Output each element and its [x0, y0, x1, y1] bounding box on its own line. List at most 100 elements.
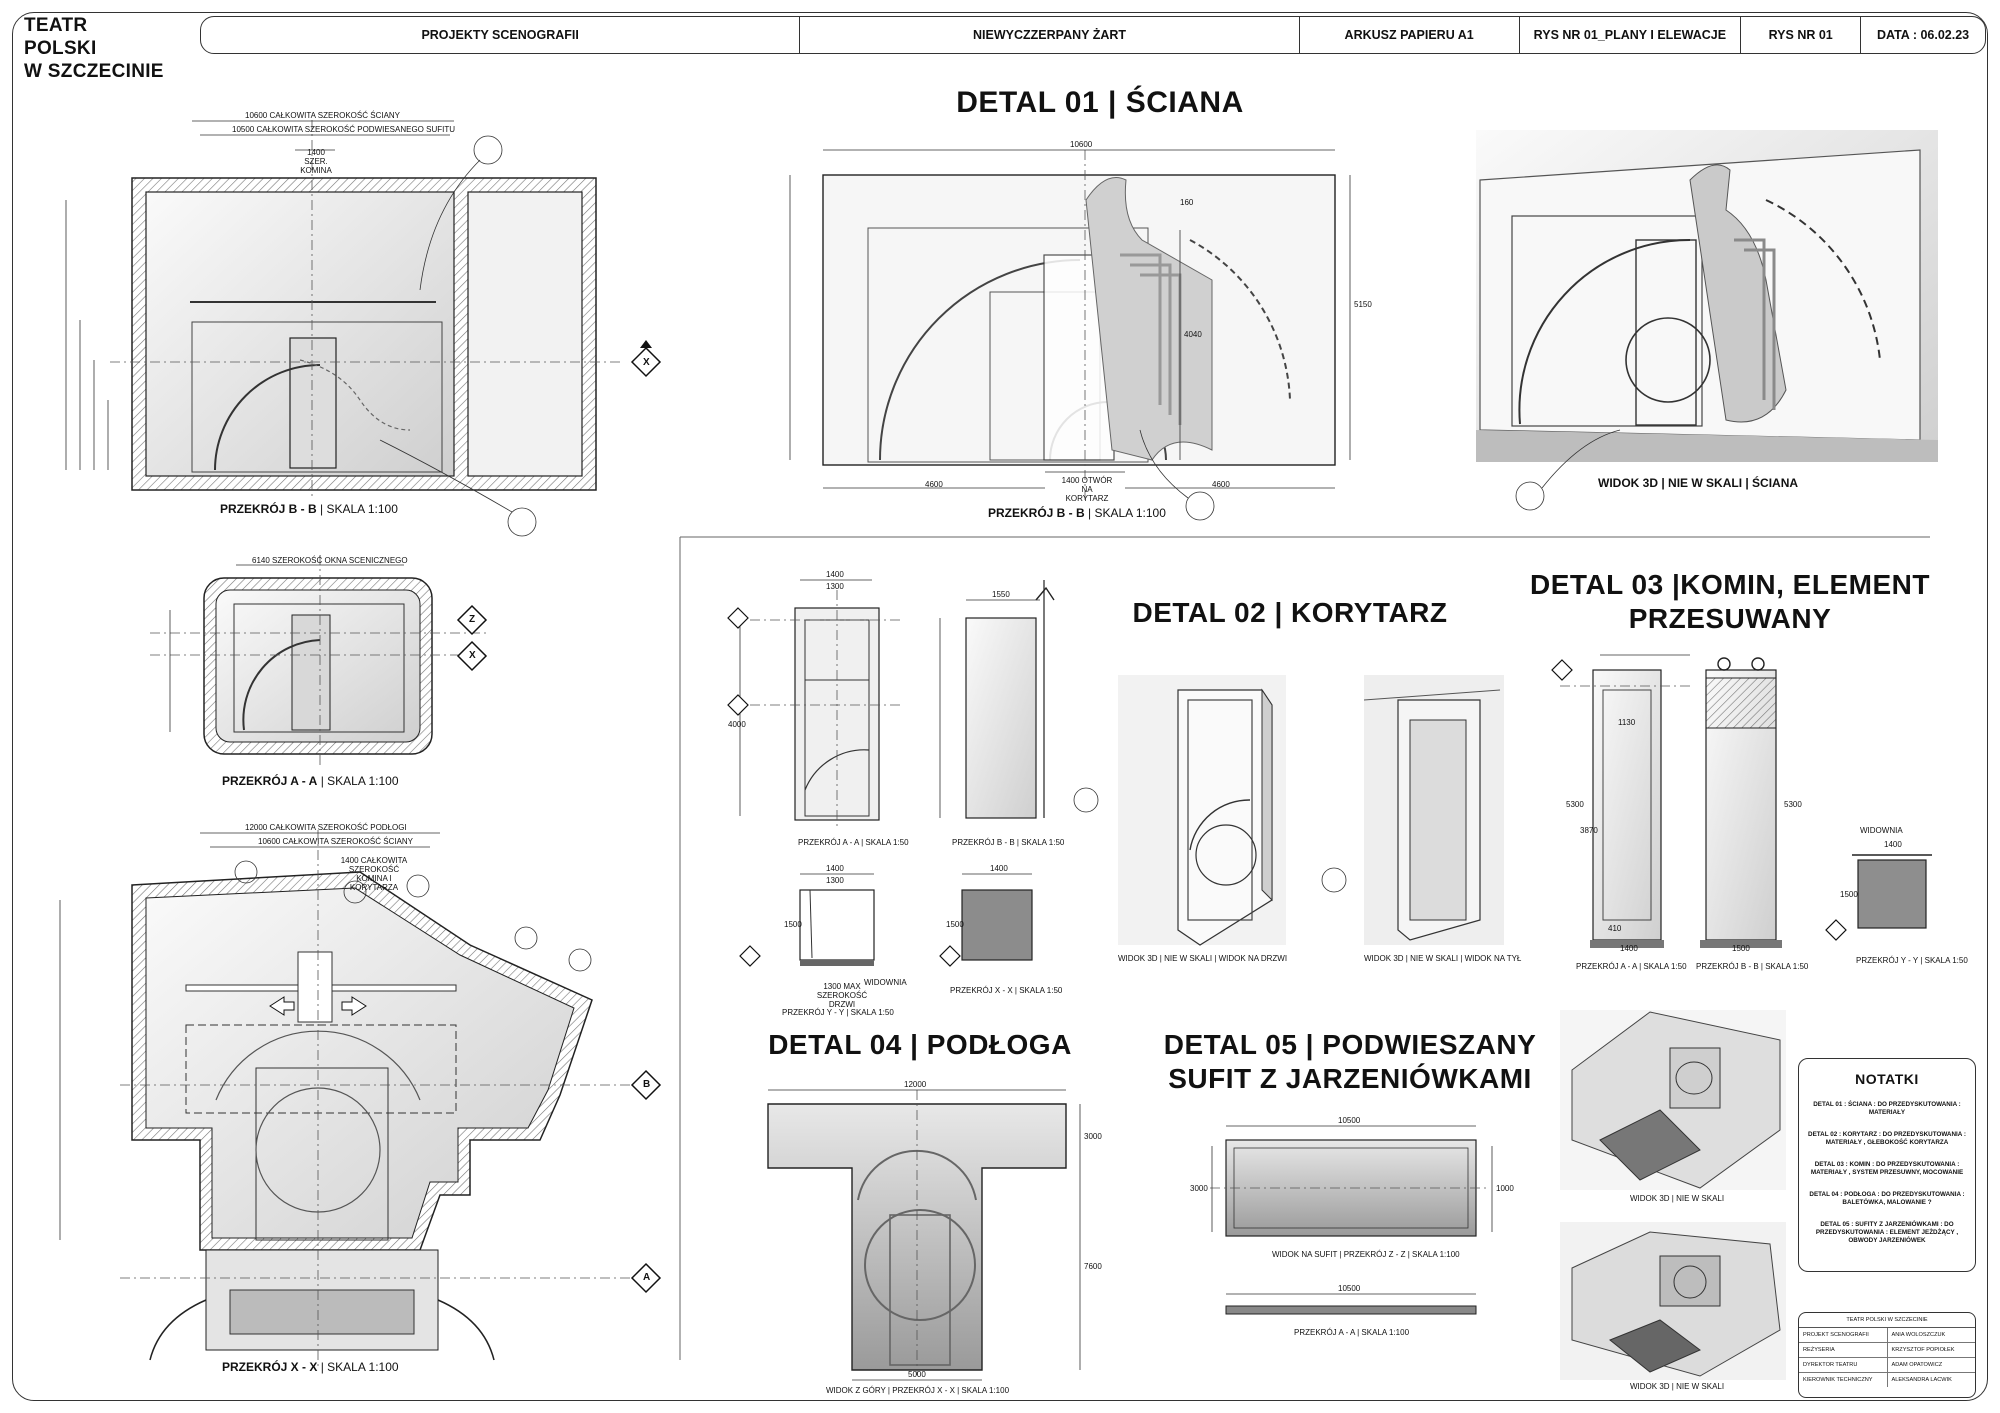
dim-wall-width: 10600 — [1070, 140, 1093, 149]
dim-bb-chimney: 1400 SZER. KOMINA — [300, 148, 332, 175]
org-line-1: TEATR — [24, 15, 88, 36]
caption-stage-3d-a: WIDOK 3D | NIE W SKALI — [1630, 1194, 1725, 1203]
dim-d3-1130: 1130 — [1618, 718, 1636, 727]
caption-corridor-3d-door: WIDOK 3D | NIE W SKALI | WIDOK NA DRZWI — [1118, 954, 1288, 963]
dim-d2-door-note: 1300 MAX SZEROKOŚĆ DRZWI — [816, 982, 868, 1009]
credits-role: DYREKTOR TEATRU — [1799, 1358, 1888, 1372]
dim-d2-1300b: 1300 — [826, 876, 844, 885]
dim-wall-left: 4600 — [925, 480, 943, 489]
dim-wall-opening: 1400 OTWÓR NA KORYTARZ — [1061, 476, 1113, 503]
note-1: DETAL 01 : ŚCIANA : DO PRZEDYSKUTOWANIA … — [1813, 1101, 1961, 1116]
sheet-border — [12, 12, 1988, 1401]
dim-d4-3000: 3000 — [1084, 1132, 1102, 1141]
caption-corridor-bb: PRZEKRÓJ B - B | SKALA 1:50 — [952, 838, 1065, 847]
marker-x-aa: X — [469, 650, 476, 661]
marker-x-bb: X — [643, 357, 650, 368]
dim-d4-12000: 12000 — [904, 1080, 927, 1089]
sheet-format: ARKUSZ PAPIERU A1 — [1300, 17, 1520, 53]
caption-xx-left: PRZEKRÓJ X - X | SKALA 1:100 — [222, 1360, 399, 1374]
dim-wall-160: 160 — [1180, 198, 1194, 207]
note-3: DETAL 03 : KOMIN : DO PRZEDYSKUTOWANIA :… — [1810, 1161, 1964, 1176]
chimney-sections — [1551, 654, 1932, 948]
dim-wall-h2: 4040 — [1184, 330, 1202, 339]
title-block: PROJEKTY SCENOGRAFII NIEWYCZZERPANY ŻART… — [200, 16, 1986, 54]
credits-person: ANIA WOLOSZCZUK — [1891, 1332, 1946, 1338]
credits-table: TEATR POLSKI W SZCZECINIE PROJEKT SCENOG… — [1798, 1312, 1976, 1398]
dim-aa-window: 6140 SZEROKOŚĆ OKNA SCENICZNEGO — [252, 556, 408, 565]
floor-plan — [767, 1089, 1081, 1381]
drawing-date: DATA : 06.02.23 — [1876, 28, 1970, 42]
dim-d5-10500: 10500 — [1338, 1116, 1361, 1125]
detail-05-title-line2: SUFIT Z JARZENIÓWKAMI — [1168, 1063, 1532, 1094]
caption-ceiling-view: WIDOK NA SUFIT | PRZEKRÓJ Z - Z | SKALA … — [1272, 1250, 1460, 1259]
dim-d3-410: 410 — [1608, 924, 1622, 933]
drawing-title: RYS NR 01_PLANY I ELEWACJE — [1520, 17, 1742, 53]
org-line-3: W SZCZECINIE — [24, 61, 164, 82]
note-4: DETAL 04 : PODŁOGA : DO PRZEDYSKUTOWANIA… — [1809, 1191, 1965, 1206]
caption-corridor-xx: PRZEKRÓJ X - X | SKALA 1:50 — [950, 986, 1063, 995]
section-xx-plan — [59, 830, 662, 1370]
dim-d5-3000: 3000 — [1190, 1184, 1208, 1193]
project-type: PROJEKTY SCENOGRAFII — [201, 17, 801, 53]
section-aa-plan — [150, 555, 490, 765]
dim-d2-1500: 1500 — [784, 920, 802, 929]
note-5: DETAL 05 : SUFITY Z JARZENIÓWKAMI : DO P… — [1815, 1221, 1959, 1244]
caption-chimney-aa: PRZEKRÓJ A - A | SKALA 1:50 — [1576, 962, 1687, 971]
dim-d2-1400c: 1400 — [990, 864, 1008, 873]
dim-d5-1000: 1000 — [1496, 1184, 1514, 1193]
dim-d4-5000: 5000 — [908, 1370, 926, 1379]
caption-corridor-aa: PRZEKRÓJ A - A | SKALA 1:50 — [798, 838, 909, 847]
dim-d3-widownia: WIDOWNIA — [1860, 826, 1903, 835]
detail-03-title: DETAL 03 |KOMIN, ELEMENT PRZESUWANY — [1520, 568, 1940, 636]
detail-05-title: DETAL 05 | PODWIESZANY SUFIT Z JARZENIÓW… — [1110, 1028, 1590, 1096]
stage-3d-renders — [1560, 1010, 1786, 1380]
caption-floor: WIDOK Z GÓRY | PRZEKRÓJ X - X | SKALA 1:… — [826, 1386, 1010, 1395]
dim-d3-1400: 1400 — [1620, 944, 1638, 953]
ceiling-plan — [1210, 1125, 1493, 1315]
credits-role: KIEROWNIK TECHNICZNY — [1799, 1373, 1888, 1387]
credits-person: ALEKSANDRA LACWIK — [1891, 1377, 1952, 1383]
dim-d4-7600: 7600 — [1084, 1262, 1102, 1271]
dim-xx-wall: 10600 CAŁKOWITA SZEROKOŚĆ ŚCIANY — [258, 837, 414, 846]
dim-xx-floor: 12000 CAŁKOWITA SZEROKOŚĆ PODŁOGI — [245, 823, 407, 832]
dim-d3-3870: 3870 — [1580, 826, 1598, 835]
corridor-sections — [727, 579, 1055, 967]
corridor-3d-renders — [1073, 675, 1504, 946]
dim-d2-widownia: WIDOWNIA — [864, 978, 907, 987]
dim-wall-h1: 5150 — [1354, 300, 1372, 309]
detail-03-title-line1: DETAL 03 |KOMIN, ELEMENT — [1530, 569, 1930, 600]
dim-d3-1500b: 1500 — [1840, 890, 1858, 899]
detail-05-title-line1: DETAL 05 | PODWIESZANY — [1163, 1029, 1537, 1060]
play-title: NIEWYCZZERPANY ŻART — [800, 17, 1300, 53]
caption-stage-3d-b: WIDOK 3D | NIE W SKALI — [1630, 1382, 1725, 1391]
dim-d2-1400: 1400 — [826, 570, 844, 579]
credits-title: TEATR POLSKI W SZCZECINIE — [1799, 1313, 1975, 1328]
section-bb-plan — [65, 120, 662, 537]
dim-d5-10500b: 10500 — [1338, 1284, 1361, 1293]
caption-aa-left: PRZEKRÓJ A - A | SKALA 1:100 — [222, 774, 399, 788]
credits-role: REŻYSERIA — [1799, 1343, 1888, 1357]
wall-elevation — [789, 149, 1351, 521]
dim-d2-1550: 1550 — [992, 590, 1010, 599]
caption-chimney-bb: PRZEKRÓJ B - B | SKALA 1:50 — [1696, 962, 1809, 971]
credits-person: ADAM OPATOWICZ — [1891, 1362, 1943, 1368]
dim-bb-total-wall: 10600 CAŁKOWITA SZEROKOŚĆ ŚCIANY — [245, 111, 401, 120]
drawing-number: RYS NR 01 — [1741, 17, 1862, 53]
org-name: TEATR POLSKI W SZCZECINIE — [24, 14, 164, 83]
caption-corridor-yy: PRZEKRÓJ Y - Y | SKALA 1:50 — [782, 1008, 894, 1017]
credits-person: KRZYSZTOF POPIOŁEK — [1891, 1347, 1955, 1353]
dim-d3-1400b: 1400 — [1884, 840, 1902, 849]
note-2: DETAL 02 : KORYTARZ : DO PRZEDYSKUTOWANI… — [1808, 1131, 1966, 1146]
marker-a-xx: A — [643, 1272, 651, 1283]
marker-z-aa: Z — [469, 614, 476, 625]
wall-3d-render — [1476, 130, 1938, 511]
dim-wall-right: 4600 — [1212, 480, 1230, 489]
notes-panel: NOTATKI DETAL 01 : ŚCIANA : DO PRZEDYSKU… — [1798, 1058, 1976, 1272]
dim-d3-1500: 1500 — [1732, 944, 1750, 953]
caption-bb-left: PRZEKRÓJ B - B | SKALA 1:100 — [220, 502, 398, 516]
